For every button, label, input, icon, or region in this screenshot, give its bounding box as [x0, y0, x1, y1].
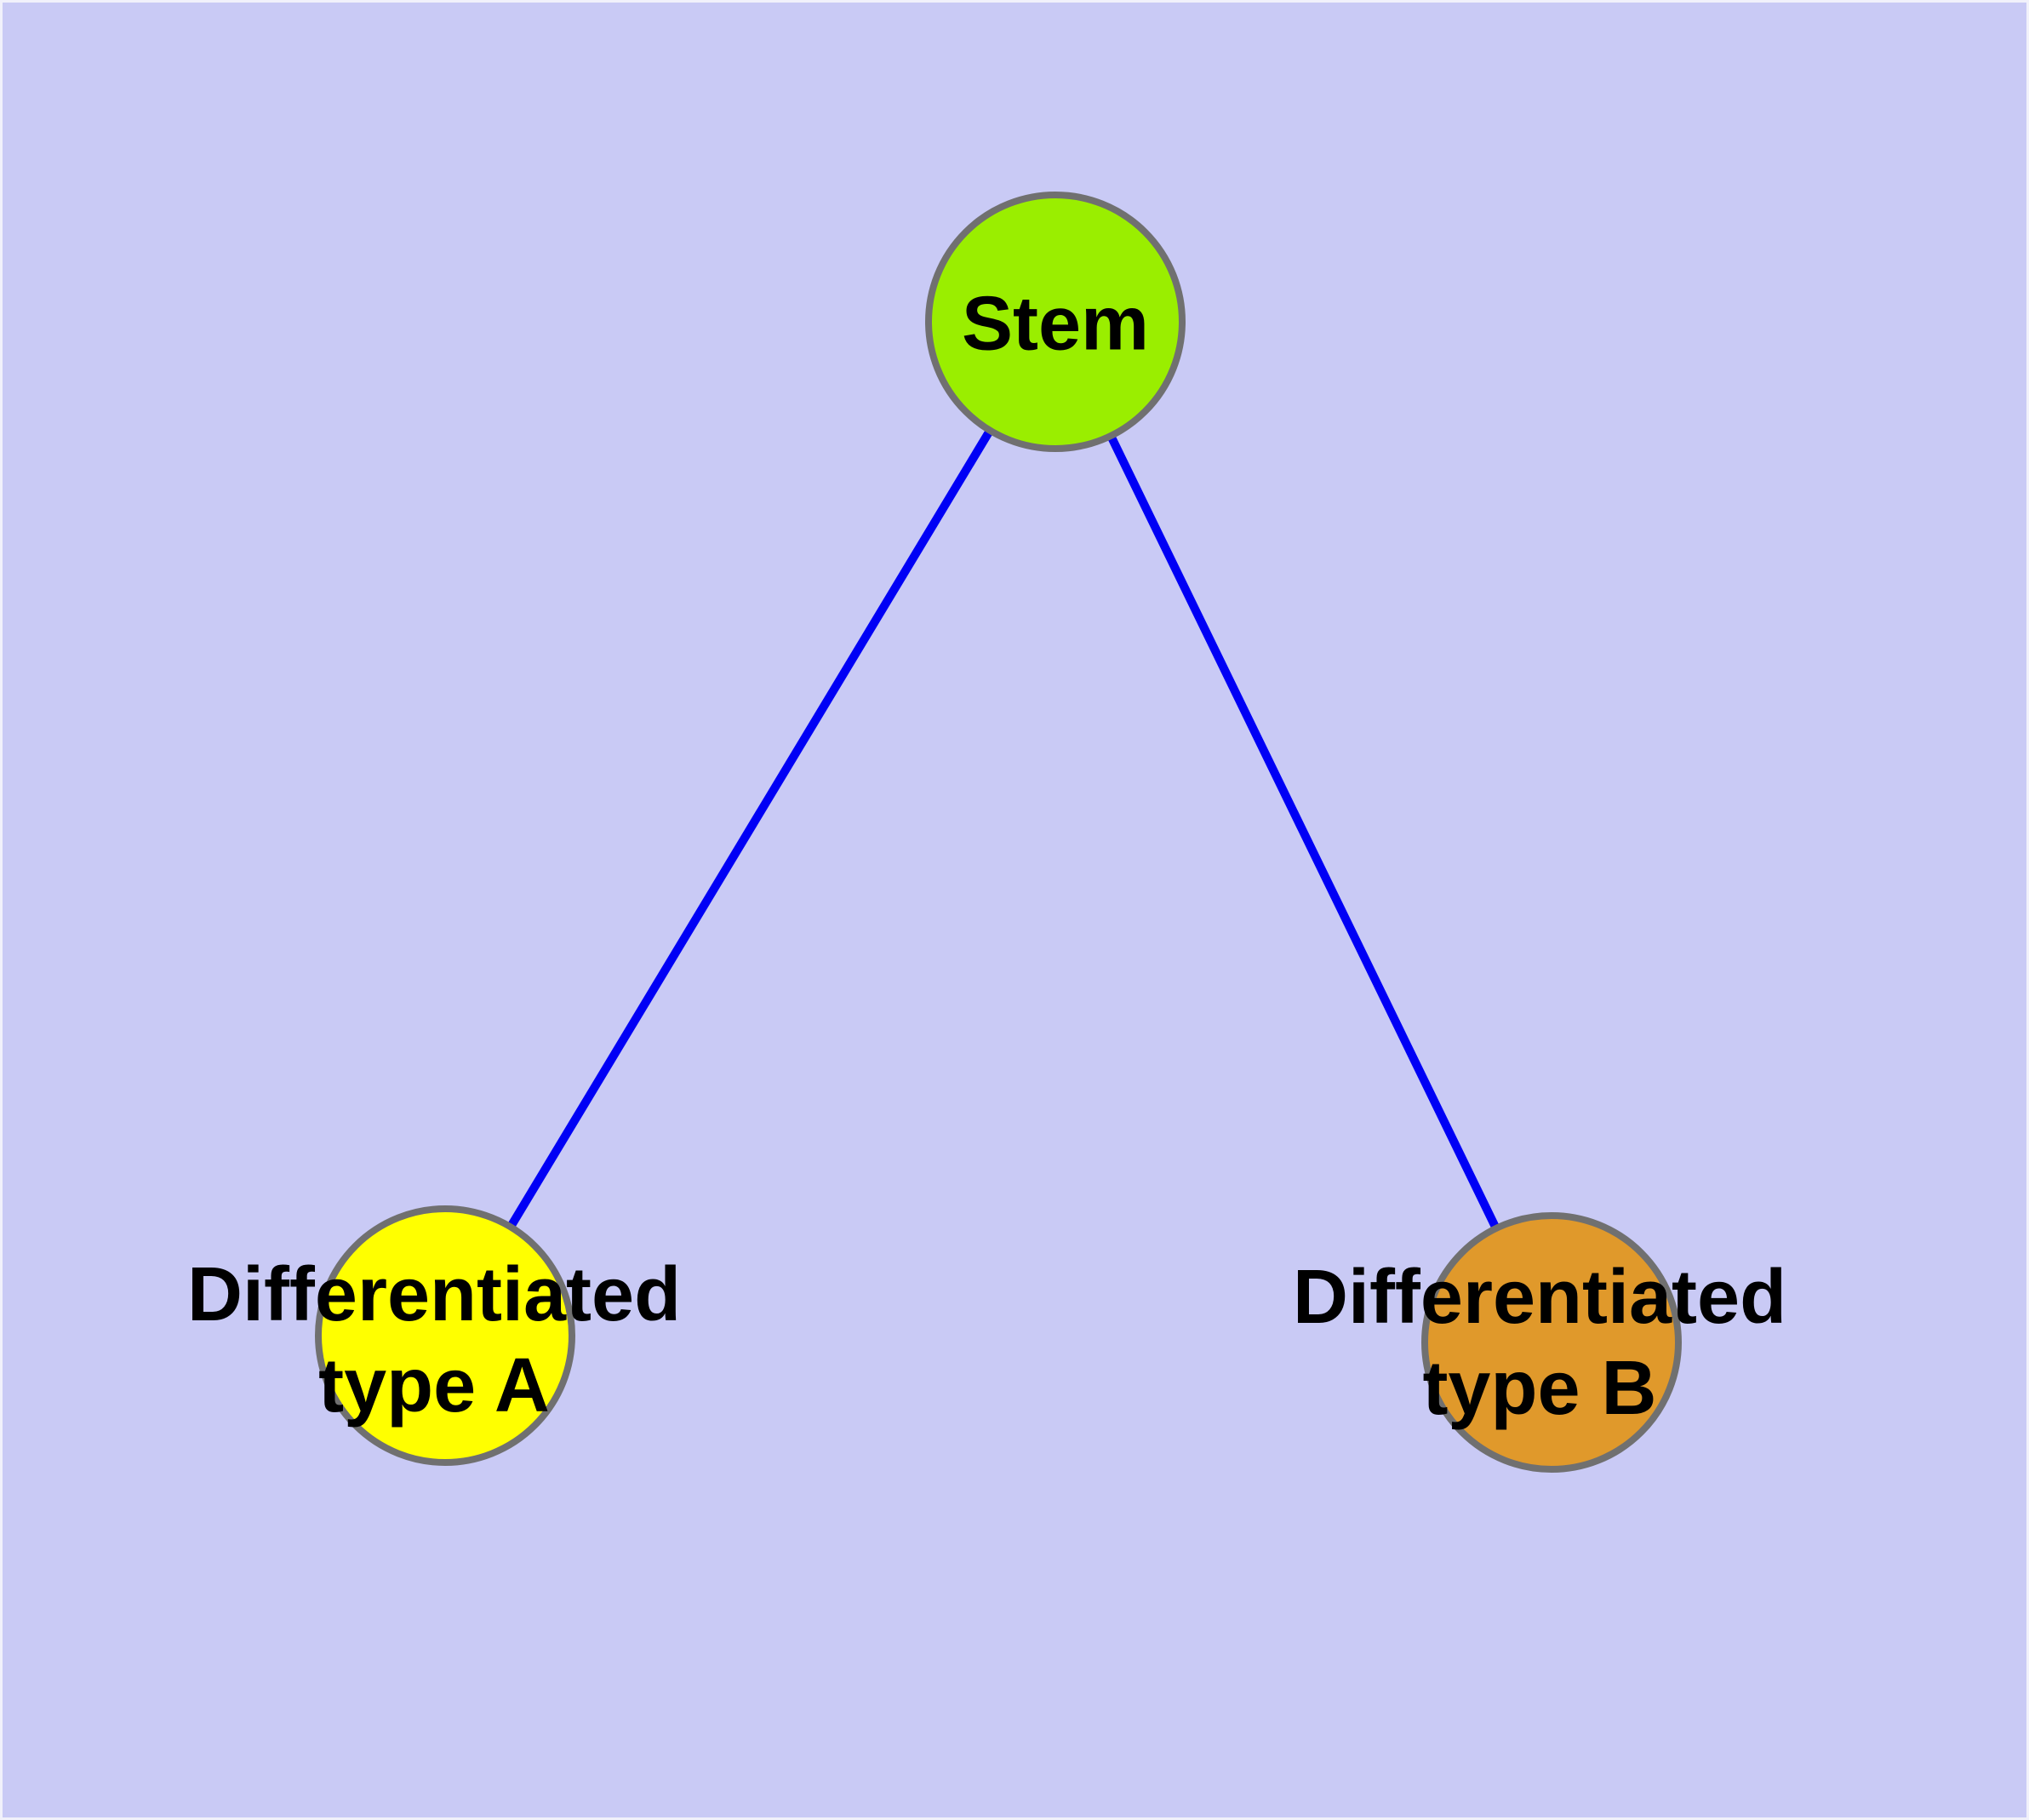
node-type-b-label-line1: Differentiated [1292, 1255, 1787, 1340]
edge-stem-to-type-b [1051, 319, 1556, 1345]
node-stem-label-line: Stem [961, 281, 1150, 367]
node-type-a-label-line1: Differentiated [186, 1252, 682, 1337]
node-type-a-label-line2: type A [318, 1343, 550, 1428]
edge-stem-to-type-a [441, 319, 1060, 1338]
graph-layer [315, 192, 1682, 1473]
node-stem-circle [925, 192, 1186, 452]
node-stem-label: Stem [962, 279, 1149, 370]
node-type-b-label: Differentiated type B [1293, 1252, 1786, 1434]
node-type-b-label-line2: type B [1422, 1346, 1657, 1431]
node-type-b-circle [1421, 1212, 1682, 1473]
node-type-a-circle [315, 1205, 575, 1466]
node-type-a-label: Differentiated type A [187, 1250, 681, 1432]
